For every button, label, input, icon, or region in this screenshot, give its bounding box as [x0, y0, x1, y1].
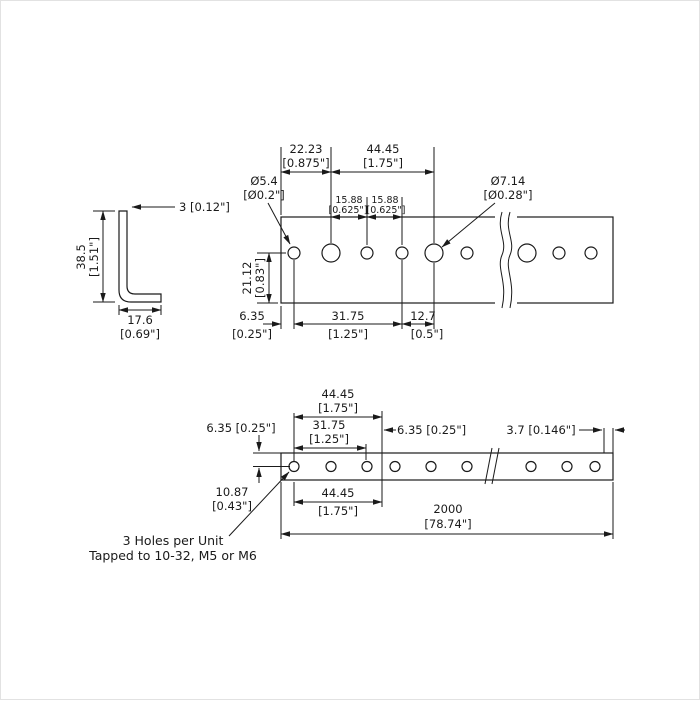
break-line — [499, 211, 505, 309]
edge-to-large-hole-in-label: [0.875"] — [282, 156, 329, 170]
unit-pitch-b-in-label: [1.75"] — [318, 504, 358, 518]
span-mm-label: 31.75 — [313, 418, 346, 432]
top-view: 44.45 [1.75"] 31.75 [1.25"] 6.35 [0.25"]… — [88, 387, 625, 563]
span-in-label: [1.25"] — [328, 327, 368, 341]
small-hole — [360, 246, 374, 260]
overall-length-in-label: [78.74"] — [424, 517, 471, 531]
tapped-hole — [461, 460, 473, 473]
leader-line — [267, 202, 291, 245]
break-mask — [495, 214, 517, 306]
large-hole — [424, 243, 444, 263]
span-in-label: [1.25"] — [309, 432, 349, 446]
small-hole-dia-mm-label: Ø5.4 — [250, 174, 277, 188]
large-hole — [517, 243, 537, 263]
tapped-hole — [325, 460, 337, 473]
tapped-hole — [589, 460, 601, 473]
tapped-hole — [288, 460, 300, 473]
profile-width-mm-label: 17.6 — [127, 313, 153, 327]
tapped-hole — [425, 460, 437, 473]
mid-margin-label: 6.35 [0.25"] — [397, 423, 466, 437]
large-hole — [321, 243, 341, 263]
small-hole-dia-in-label: [Ø0.2"] — [243, 188, 285, 202]
overall-length-mm-label: 2000 — [433, 502, 462, 516]
small-hole — [584, 246, 598, 260]
profile-height-in-label: [1.51"] — [87, 237, 101, 277]
unit-pitch-mm-label: 44.45 — [322, 387, 355, 401]
hole-spacing-a-in-label: [0.625"] — [329, 205, 368, 216]
holes-note-line2: Tapped to 10-32, M5 or M6 — [88, 548, 257, 563]
gap-mm-label: 12.7 — [410, 309, 436, 323]
profile-view: 3 [0.12"] 38.5 [1.51"] 17.6 [0.69"] — [74, 200, 230, 341]
leader-line — [228, 471, 290, 537]
left-margin-label: 6.35 [0.25"] — [206, 421, 275, 435]
tapped-hole — [361, 460, 373, 473]
leader-line — [441, 202, 496, 248]
edge-margin-in-label: [0.25"] — [232, 327, 272, 341]
edge-to-large-hole-mm-label: 22.23 — [290, 142, 323, 156]
unit-pitch-mm-label: 44.45 — [367, 142, 400, 156]
small-hole — [552, 246, 566, 260]
small-hole — [395, 246, 409, 260]
hole-height-in-label: [0.83"] — [253, 258, 267, 298]
small-hole — [460, 246, 474, 260]
unit-pitch-in-label: [1.75"] — [318, 401, 358, 415]
bottom-margin-mm-label: 10.87 — [216, 485, 249, 499]
hole-spacing-b-in-label: [0.625"] — [367, 205, 406, 216]
break-line — [491, 447, 500, 485]
profile-thickness-label: 3 [0.12"] — [179, 200, 230, 214]
break-line — [507, 211, 513, 309]
tapped-hole — [389, 460, 401, 473]
hole-spacing-a-mm-label: 15.88 — [335, 195, 362, 206]
gap-in-label: [0.5"] — [411, 327, 444, 341]
unit-pitch-b-mm-label: 44.45 — [322, 486, 355, 500]
tapped-hole — [561, 460, 573, 473]
profile-width-in-label: [0.69"] — [120, 327, 160, 341]
large-hole-dia-mm-label: Ø7.14 — [491, 174, 526, 188]
small-hole — [287, 246, 301, 260]
profile-height-mm-label: 38.5 — [74, 244, 88, 270]
side-view: 22.23 [0.875"] 44.45 [1.75"] Ø5.4 [Ø0.2"… — [232, 142, 614, 341]
hole-spacing-b-mm-label: 15.88 — [371, 195, 398, 206]
angle-profile-outline — [118, 210, 162, 303]
edge-margin-mm-label: 6.35 — [239, 309, 265, 323]
rail-outline — [280, 216, 614, 304]
hole-height-mm-label: 21.12 — [240, 262, 254, 295]
large-hole-dia-in-label: [Ø0.28"] — [484, 188, 533, 202]
unit-pitch-in-label: [1.75"] — [363, 156, 403, 170]
holes-note-line1: 3 Holes per Unit — [123, 533, 224, 548]
tapped-hole — [525, 460, 537, 473]
bottom-margin-in-label: [0.43"] — [212, 499, 252, 513]
end-margin-label: 3.7 [0.146"] — [506, 423, 575, 437]
span-mm-label: 31.75 — [332, 309, 365, 323]
break-line — [484, 447, 493, 485]
